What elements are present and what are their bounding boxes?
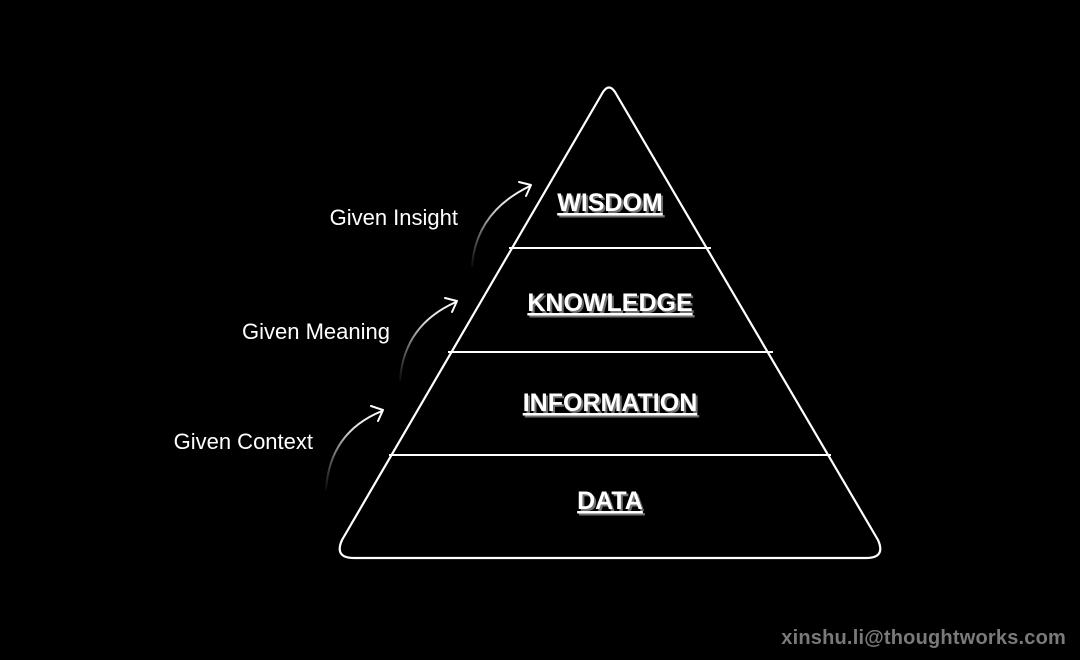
tier-label-knowledge: KNOWLEDGE — [527, 289, 692, 317]
tier-label-shadow: KNOWLEDGE — [529, 291, 694, 319]
arrow-insight-icon — [471, 181, 532, 267]
annotation-given-insight: Given Insight — [330, 205, 458, 230]
tier-data: DATA DATA — [577, 487, 645, 517]
tier-label-information: INFORMATION — [523, 389, 698, 417]
annotation-given-meaning: Given Meaning — [242, 319, 390, 344]
tier-label-shadow: WISDOM — [559, 191, 665, 219]
tier-label-shadow: DATA — [579, 489, 645, 517]
arrow-meaning-icon — [399, 297, 458, 381]
tier-label-data: DATA — [577, 487, 643, 515]
watermark-text: xinshu.li@thoughtworks.com — [781, 627, 1066, 649]
pyramid-outline — [338, 86, 882, 560]
tier-information: INFORMATION INFORMATION — [523, 389, 700, 419]
tier-label-shadow: INFORMATION — [525, 391, 700, 419]
tier-knowledge: KNOWLEDGE KNOWLEDGE — [527, 289, 694, 319]
arrow-context-icon — [325, 405, 384, 490]
tier-label-wisdom: WISDOM — [557, 189, 663, 217]
annotation-given-context: Given Context — [174, 429, 313, 454]
tier-wisdom: WISDOM WISDOM — [557, 189, 665, 219]
